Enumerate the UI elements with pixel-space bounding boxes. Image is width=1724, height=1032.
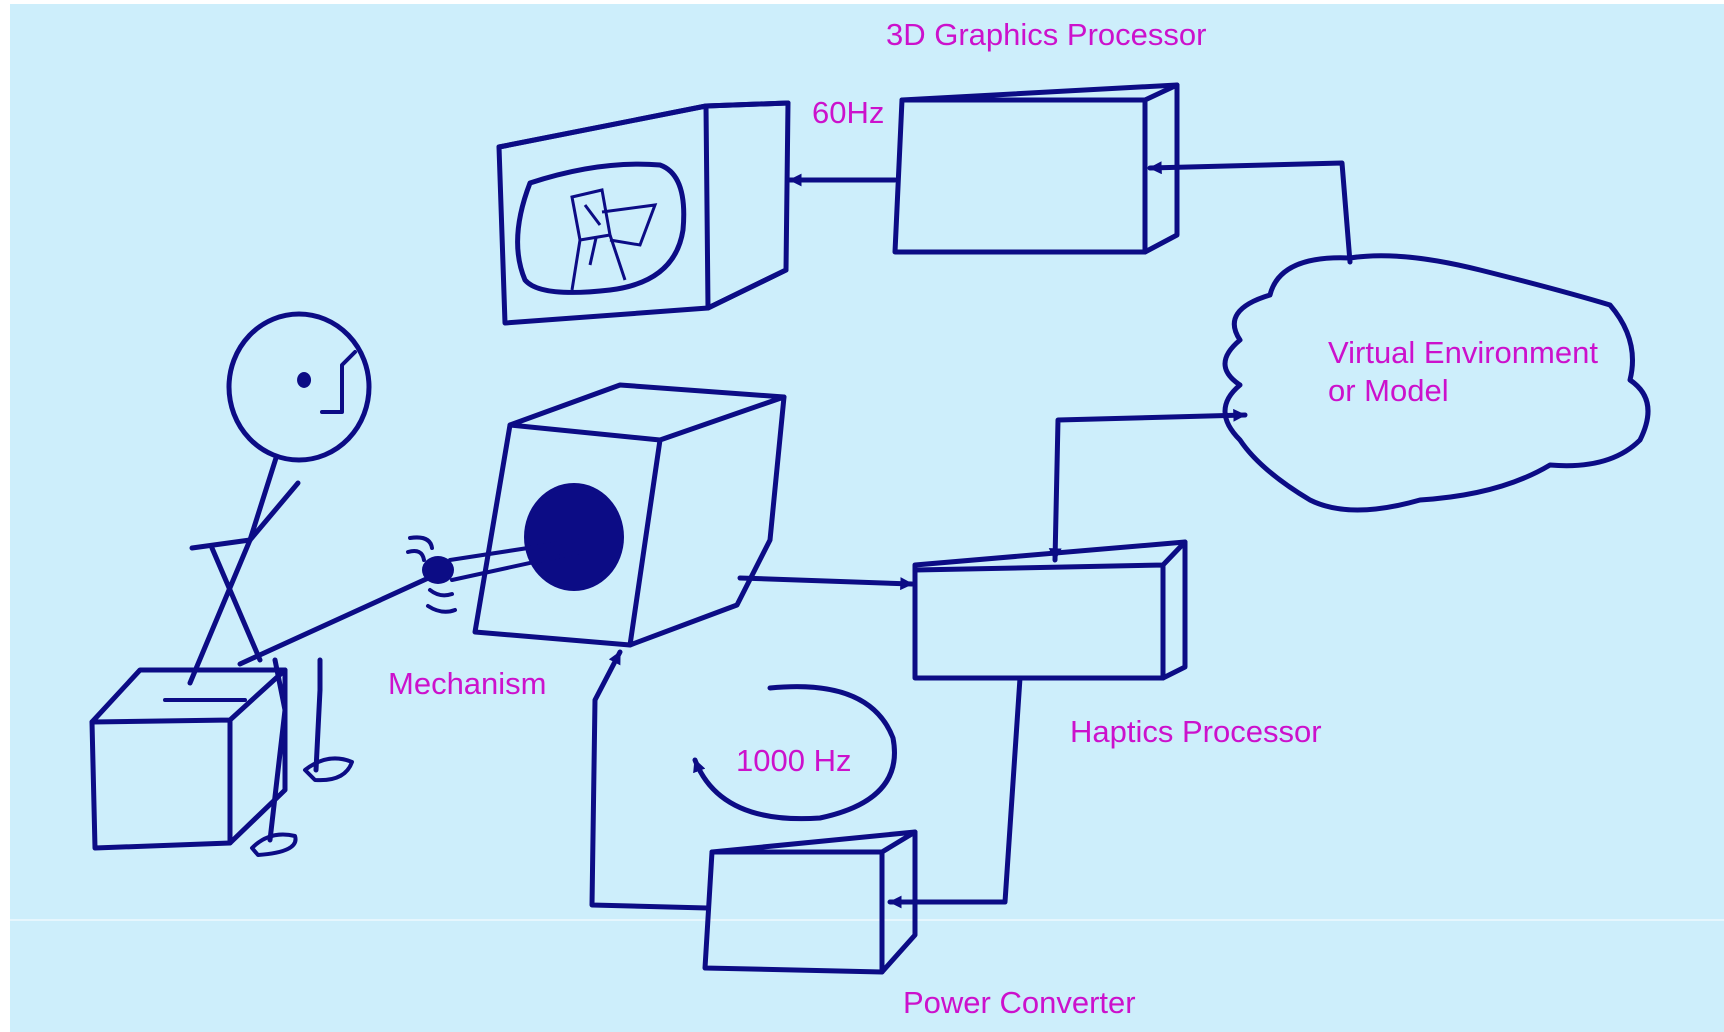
haptic-loop-arrow xyxy=(692,684,897,822)
arrow-model-to-graphics xyxy=(1147,160,1353,265)
stylus-handle xyxy=(406,535,582,614)
arrow-mechanism-to-haptics xyxy=(737,575,915,591)
haptics-rate-label: 1000 Hz xyxy=(736,743,852,778)
arrow-haptics-to-power xyxy=(887,675,1023,909)
chair-on-screen xyxy=(570,188,658,291)
virtual-environment-label: Virtual Environment or Model xyxy=(1328,335,1598,408)
user-eye xyxy=(297,372,312,388)
arrow-power-to-mechanism xyxy=(589,649,710,911)
mechanism-port xyxy=(524,483,624,591)
graphics-processor-box xyxy=(892,82,1180,255)
seat-box xyxy=(89,667,288,851)
monitor-screen xyxy=(515,161,687,295)
graphics-rate-label: 60Hz xyxy=(812,95,885,130)
power-converter-label: Power Converter xyxy=(903,985,1136,1020)
graphics-processor-label: 3D Graphics Processor xyxy=(886,17,1207,52)
stick-figure-user xyxy=(187,311,438,857)
mechanism-box xyxy=(472,382,787,648)
mechanism-label: Mechanism xyxy=(388,666,547,701)
display-monitor xyxy=(496,100,791,326)
haptics-processor-label: Haptics Processor xyxy=(1070,714,1322,749)
background-panel xyxy=(10,4,1724,1032)
arrow-haptics-model-link xyxy=(1048,408,1248,563)
power-converter-box xyxy=(702,829,918,975)
virtual-environment-cloud xyxy=(1222,253,1651,513)
